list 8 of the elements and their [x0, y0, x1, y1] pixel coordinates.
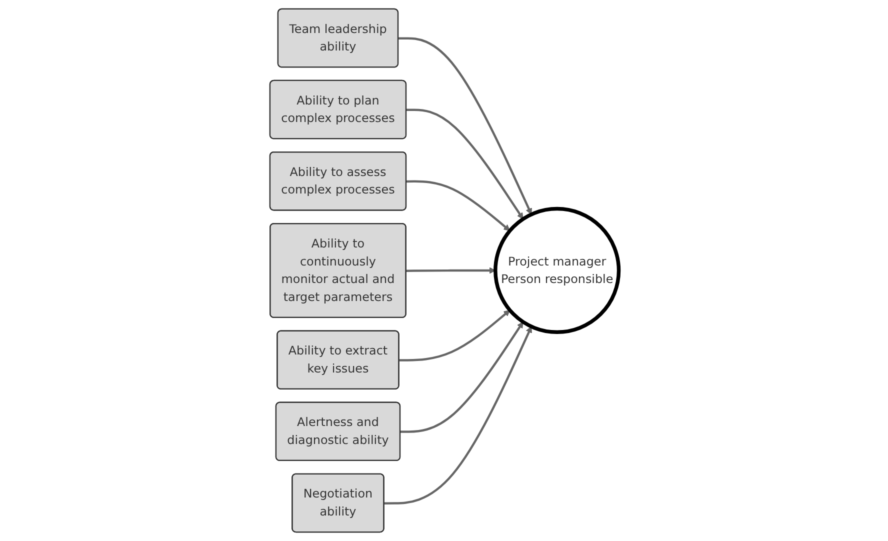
arrow	[406, 108, 523, 220]
arrow	[400, 322, 523, 433]
node-circle: Project manager Person responsible	[493, 206, 620, 334]
arrow	[384, 326, 532, 504]
arrow	[406, 180, 510, 232]
arrow	[406, 267, 496, 274]
arrow	[398, 310, 510, 362]
arrow	[398, 37, 532, 215]
